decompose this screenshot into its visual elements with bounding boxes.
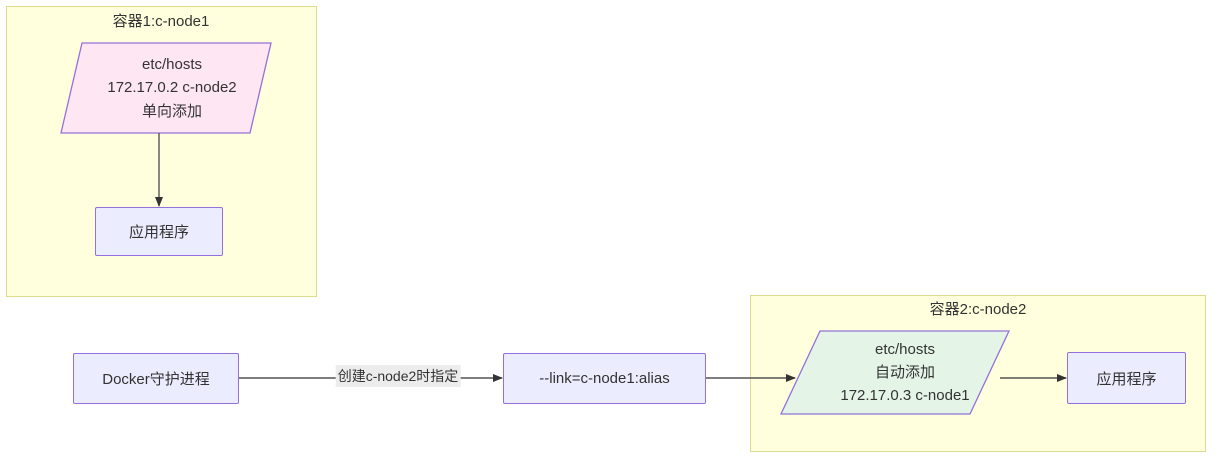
app-node1-label: 应用程序	[128, 224, 189, 241]
parallelogram-shape	[779, 330, 1011, 415]
link-option-label: --link=c-node1:alias	[539, 370, 670, 387]
hosts-node1-parallelogram[interactable]: etc/hosts 172.17.0.2 c-node2 单向添加	[60, 42, 272, 134]
docker-daemon-label: Docker守护进程	[102, 371, 210, 388]
container-2-title: 容器2:c-node2	[929, 301, 1027, 318]
app-node2-label: 应用程序	[1096, 370, 1157, 388]
edge-label-create-node2: 创建c-node2时指定	[335, 365, 461, 387]
container-1-title: 容器1:c-node1	[112, 13, 210, 30]
link-option-box[interactable]: --link=c-node1:alias	[503, 353, 706, 404]
parallelogram-shape	[60, 42, 272, 134]
app-node1-box[interactable]: 应用程序	[95, 207, 223, 256]
hosts-node2-parallelogram[interactable]: etc/hosts 自动添加 172.17.0.3 c-node1	[779, 330, 1011, 415]
app-node2-box[interactable]: 应用程序	[1067, 352, 1186, 404]
docker-daemon-box[interactable]: Docker守护进程	[73, 353, 239, 404]
